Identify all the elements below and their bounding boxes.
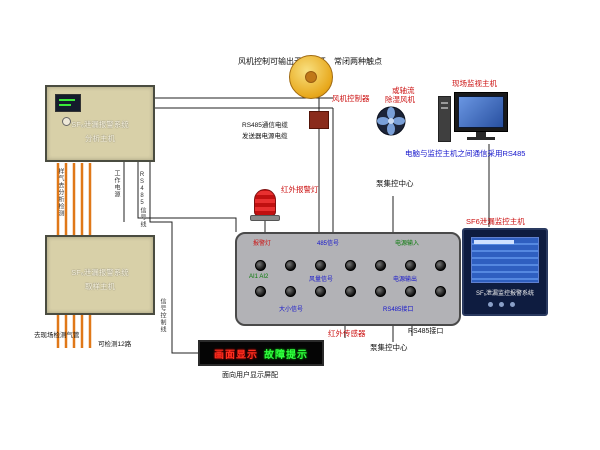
panel-label-airflow: 风量信号 bbox=[309, 277, 334, 283]
terminal-dot bbox=[375, 260, 386, 271]
terminal-dot bbox=[345, 286, 356, 297]
axial-fan-icon bbox=[376, 106, 406, 136]
monitor-stand bbox=[476, 132, 486, 137]
panel-label-485: 485信号 bbox=[317, 241, 340, 247]
terminal-dot bbox=[405, 260, 416, 271]
gas-pipes bbox=[56, 163, 92, 348]
terminal-panel: 报警灯 485信号 电源输入 AI1 AI2 风量信号 电源输出 大小信号 RS… bbox=[235, 232, 461, 326]
terminal-dot bbox=[315, 260, 326, 271]
terminal-dot bbox=[375, 286, 386, 297]
channels-label: 可检测12路 bbox=[98, 341, 132, 348]
terminal-dot bbox=[285, 260, 296, 271]
ir-sensor-label: 红外传感器 bbox=[328, 329, 366, 338]
axial-fan-label-2: 除湿风机 bbox=[385, 95, 415, 104]
terminal-dot bbox=[405, 286, 416, 297]
alarm-beacon-base bbox=[250, 215, 280, 221]
analyzer-subtitle: 分析主机 bbox=[85, 134, 115, 143]
fan-controller-label: 风机控制器 bbox=[332, 94, 370, 103]
rs485-line-vlabel: RS485信号线 bbox=[139, 172, 145, 228]
blower-fan bbox=[289, 55, 333, 99]
rs485-cable-label: RS485通信电缆 bbox=[242, 122, 288, 129]
fan-controller-device bbox=[309, 111, 329, 129]
rs485-port-label: RS485接口 bbox=[408, 328, 444, 335]
axial-fan-label-1: 或轴流 bbox=[392, 86, 415, 95]
panel-label-size-signal: 大小信号 bbox=[279, 307, 304, 313]
signal-control-vlabel: 信号控制线 bbox=[159, 298, 165, 333]
fan-hub bbox=[305, 71, 317, 83]
analyzer-title: SF₆泄漏报警系统 bbox=[71, 120, 129, 129]
monitor-host-label: SF6泄漏监控主机 bbox=[466, 217, 525, 226]
site-monitor-label: 现场监视主机 bbox=[452, 79, 497, 88]
pc-screen bbox=[458, 96, 504, 128]
alarm-light-label: 红外报警灯 bbox=[281, 185, 319, 194]
signal-wires bbox=[123, 97, 490, 354]
led-caption: 面向用户显示屏配 bbox=[222, 372, 278, 379]
pump-center-top-label: 泵集控中心 bbox=[376, 179, 414, 188]
monitoring-host-screen-title: SF₆泄漏监控报警系统 bbox=[475, 291, 535, 297]
sampler-title: SF₆泄漏报警系统 bbox=[71, 268, 129, 277]
terminal-dot bbox=[435, 260, 446, 271]
terminal-dot bbox=[285, 286, 296, 297]
sample-gas-vlabel: 样气去分析检测 bbox=[57, 168, 63, 217]
led-red-text: 画面显示 bbox=[214, 349, 258, 361]
monitoring-host-device: SF₆泄漏监控报警系统 bbox=[462, 228, 548, 316]
analyzer-button bbox=[62, 117, 71, 126]
analyzer-lcd-screen bbox=[55, 94, 81, 112]
sampler-host-device: SF₆泄漏报警系统 取样主机 bbox=[45, 235, 155, 315]
comm-note: 电脑与监控主机之间通信采用RS485 bbox=[405, 149, 526, 158]
terminal-dot bbox=[255, 260, 266, 271]
pump-center-bottom-label: 泵集控中心 bbox=[370, 343, 408, 352]
terminal-dot bbox=[345, 260, 356, 271]
gas-pipe-label: 去现场检测气管 bbox=[34, 332, 80, 339]
terminal-dot bbox=[435, 286, 446, 297]
power-cable-label: 发送器电源电缆 bbox=[242, 133, 288, 140]
monitoring-host-keys bbox=[488, 302, 528, 308]
analyzer-host-device: SF₆泄漏报警系统 分析主机 bbox=[45, 85, 155, 162]
panel-label-power-in: 电源输入 bbox=[395, 241, 420, 247]
pc-monitor bbox=[454, 92, 508, 132]
led-display: 画面显示 故障提示 bbox=[198, 340, 324, 366]
panel-label-ai: AI1 AI2 bbox=[249, 274, 269, 280]
terminal-dot bbox=[255, 286, 266, 297]
panel-label-alarm: 报警灯 bbox=[253, 241, 272, 247]
panel-label-rs485-port: RS485接口 bbox=[383, 307, 414, 313]
panel-label-power-out: 电源输出 bbox=[393, 277, 418, 283]
working-power-vlabel: 工作电源 bbox=[113, 170, 119, 198]
monitoring-host-screen bbox=[471, 237, 539, 283]
sampler-subtitle: 取样主机 bbox=[85, 282, 115, 291]
alarm-beacon bbox=[254, 189, 276, 216]
pc-tower bbox=[438, 96, 451, 142]
terminal-dot bbox=[315, 286, 326, 297]
led-green-text: 故障提示 bbox=[264, 349, 308, 361]
monitor-base bbox=[467, 137, 495, 140]
